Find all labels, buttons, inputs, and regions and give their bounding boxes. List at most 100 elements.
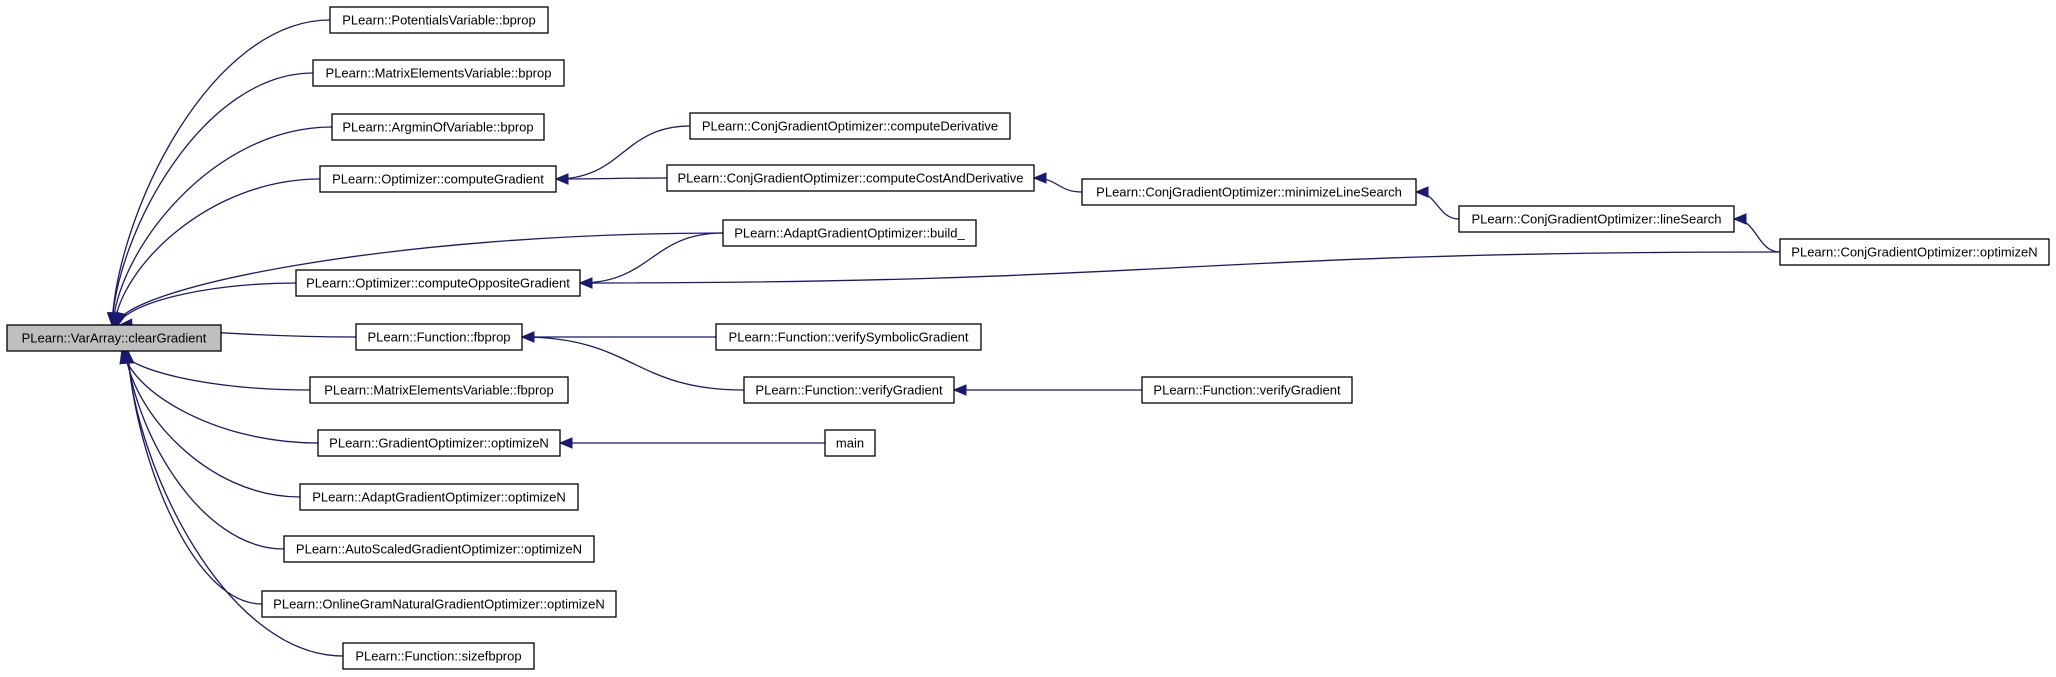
node-label: PLearn::GradientOptimizer::optimizeN bbox=[329, 436, 549, 451]
node-label: PLearn::Function::sizefbprop bbox=[355, 649, 521, 664]
node-label: PLearn::ConjGradientOptimizer::minimizeL… bbox=[1096, 185, 1402, 200]
node-box bbox=[319, 165, 557, 193]
graph-node[interactable]: PLearn::Function::verifySymbolicGradient bbox=[715, 323, 982, 351]
edge-n13-to-root bbox=[127, 350, 344, 657]
arrowhead-n18-to-n17 bbox=[1732, 213, 1747, 225]
graph-node[interactable]: PLearn::Function::verifyGradient bbox=[1141, 376, 1353, 404]
edge-n5-to-root bbox=[115, 232, 724, 326]
node-box bbox=[329, 6, 549, 34]
edge-n2-to-root bbox=[111, 72, 314, 326]
node-label: PLearn::VarArray::clearGradient bbox=[22, 331, 207, 346]
node-label: PLearn::ArgminOfVariable::bprop bbox=[342, 120, 533, 135]
node-layer: PLearn::VarArray::clearGradient PLearn::P… bbox=[6, 6, 2050, 670]
node-box bbox=[743, 376, 955, 404]
node-label: PLearn::ConjGradientOptimizer::optimizeN bbox=[1791, 245, 2037, 260]
node-label: PLearn::ConjGradientOptimizer::computeCo… bbox=[677, 171, 1023, 186]
node-label: PLearn::MatrixElementsVariable::bprop bbox=[326, 66, 552, 81]
edge-n15-to-n4 bbox=[555, 177, 668, 180]
arrowhead-n18-to-n6 bbox=[578, 277, 593, 289]
graph-node[interactable]: PLearn::ConjGradientOptimizer::minimizeL… bbox=[1081, 178, 1417, 206]
node-label: PLearn::AdaptGradientOptimizer::optimize… bbox=[312, 490, 566, 505]
arrowhead-n6-to-root bbox=[115, 311, 127, 327]
arrowhead-n20-to-n7 bbox=[520, 331, 535, 343]
graph-node[interactable]: PLearn::Optimizer::computeOppositeGradie… bbox=[295, 269, 581, 297]
edge-n9-to-root bbox=[122, 350, 319, 444]
graph-node[interactable]: PLearn::OnlineGramNaturalGradientOptimiz… bbox=[261, 590, 617, 618]
edge-n5-to-n6 bbox=[579, 232, 724, 284]
arrowhead-n13-to-root bbox=[122, 349, 135, 364]
edge-n1-to-root bbox=[111, 19, 331, 326]
arrowhead-n21-to-n20 bbox=[952, 384, 967, 396]
node-label: PLearn::MatrixElementsVariable::fbprop bbox=[324, 383, 554, 398]
node-box bbox=[715, 323, 982, 351]
edge-n3-to-root bbox=[112, 126, 333, 326]
graph-node[interactable]: PLearn::PotentialsVariable::bprop bbox=[329, 6, 549, 34]
graph-node[interactable]: PLearn::ArgminOfVariable::bprop bbox=[331, 113, 545, 141]
graph-node[interactable]: PLearn::ConjGradientOptimizer::computeDe… bbox=[689, 112, 1011, 140]
graph-node[interactable]: PLearn::ConjGradientOptimizer::optimizeN bbox=[1779, 238, 2050, 266]
edge-n11-to-root bbox=[126, 350, 285, 550]
node-box bbox=[295, 269, 581, 297]
node-box bbox=[283, 535, 595, 563]
edge-n18-to-n17 bbox=[1733, 218, 1781, 253]
edge-n18-to-n6 bbox=[579, 251, 1781, 284]
node-box bbox=[722, 219, 977, 247]
graph-node[interactable]: PLearn::Function::fbprop bbox=[355, 323, 523, 351]
edge-n8-to-root bbox=[121, 350, 311, 391]
node-box bbox=[342, 642, 535, 670]
graph-node[interactable]: PLearn::Function::verifyGradient bbox=[743, 376, 955, 404]
node-box bbox=[1779, 238, 2050, 266]
edge-n17-to-n16 bbox=[1415, 191, 1460, 220]
edge-layer bbox=[106, 19, 1781, 657]
edge-n4-to-root bbox=[114, 178, 321, 326]
node-box bbox=[1081, 178, 1417, 206]
root-node[interactable]: PLearn::VarArray::clearGradient bbox=[6, 324, 222, 352]
node-label: PLearn::Function::fbprop bbox=[367, 330, 510, 345]
arrowhead-n22-to-n9 bbox=[558, 437, 573, 449]
graph-node[interactable]: PLearn::MatrixElementsVariable::bprop bbox=[312, 59, 565, 87]
node-box bbox=[309, 376, 569, 404]
node-label: PLearn::AdaptGradientOptimizer::build_ bbox=[734, 226, 965, 241]
node-label: PLearn::OnlineGramNaturalGradientOptimiz… bbox=[273, 597, 605, 612]
node-label: main bbox=[836, 436, 864, 451]
node-box bbox=[666, 164, 1035, 192]
graph-node[interactable]: PLearn::Function::sizefbprop bbox=[342, 642, 535, 670]
graph-node[interactable]: PLearn::ConjGradientOptimizer::computeCo… bbox=[666, 164, 1035, 192]
node-box bbox=[1458, 205, 1735, 233]
node-box bbox=[824, 429, 876, 457]
arrowhead-n17-to-n16 bbox=[1414, 186, 1429, 198]
node-box bbox=[317, 429, 561, 457]
graph-node[interactable]: PLearn::GradientOptimizer::optimizeN bbox=[317, 429, 561, 457]
graph-node[interactable]: main bbox=[824, 429, 876, 457]
graph-node[interactable]: PLearn::ConjGradientOptimizer::lineSearc… bbox=[1458, 205, 1735, 233]
node-box bbox=[689, 112, 1011, 140]
node-label: PLearn::ConjGradientOptimizer::computeDe… bbox=[702, 119, 998, 134]
graph-node[interactable]: PLearn::MatrixElementsVariable::fbprop bbox=[309, 376, 569, 404]
node-label: PLearn::Optimizer::computeOppositeGradie… bbox=[306, 276, 570, 291]
node-box bbox=[299, 483, 579, 511]
node-label: PLearn::PotentialsVariable::bprop bbox=[342, 13, 535, 28]
graph-node[interactable]: PLearn::AutoScaledGradientOptimizer::opt… bbox=[283, 535, 595, 563]
node-label: PLearn::Optimizer::computeGradient bbox=[332, 172, 544, 187]
node-box bbox=[261, 590, 617, 618]
node-box bbox=[331, 113, 545, 141]
edge-n14-to-n4 bbox=[555, 125, 691, 180]
node-box bbox=[1141, 376, 1353, 404]
graph-node[interactable]: PLearn::AdaptGradientOptimizer::build_ bbox=[722, 219, 977, 247]
arrowhead-n15-to-n4 bbox=[554, 173, 569, 185]
edge-n12-to-root bbox=[127, 350, 263, 605]
node-label: PLearn::AutoScaledGradientOptimizer::opt… bbox=[296, 542, 582, 557]
node-label: PLearn::Function::verifyGradient bbox=[1153, 383, 1341, 398]
graph-node[interactable]: PLearn::Optimizer::computeGradient bbox=[319, 165, 557, 193]
node-label: PLearn::Function::verifySymbolicGradient bbox=[729, 330, 969, 345]
graph-node[interactable]: PLearn::AdaptGradientOptimizer::optimize… bbox=[299, 483, 579, 511]
arrowhead-n16-to-n15 bbox=[1032, 172, 1047, 184]
node-box bbox=[355, 323, 523, 351]
node-box bbox=[312, 59, 565, 87]
node-label: PLearn::Function::verifyGradient bbox=[755, 383, 943, 398]
node-box bbox=[6, 324, 222, 352]
edge-n6-to-root bbox=[117, 282, 297, 326]
node-label: PLearn::ConjGradientOptimizer::lineSearc… bbox=[1471, 212, 1721, 227]
edge-n20-to-n7 bbox=[521, 336, 745, 391]
